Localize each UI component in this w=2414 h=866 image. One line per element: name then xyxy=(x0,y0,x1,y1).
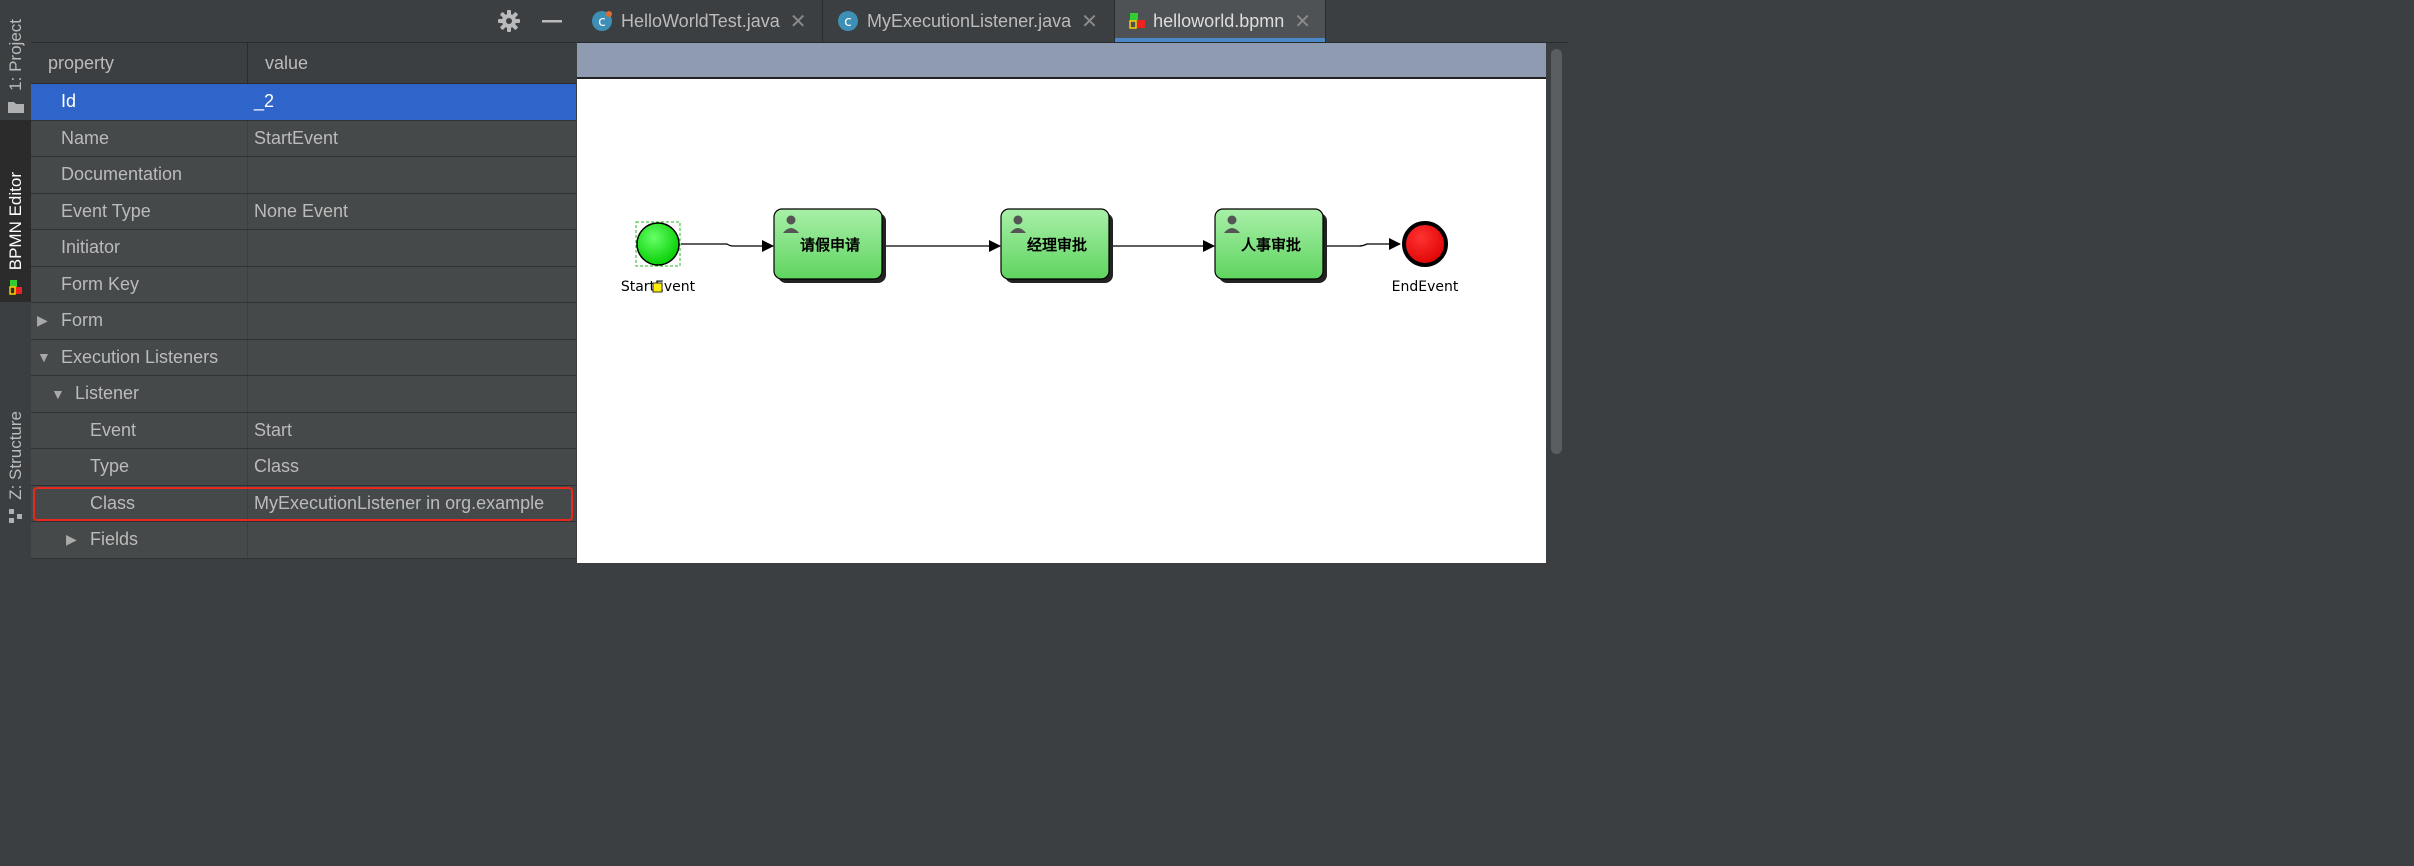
properties-panel: property value Id _2 Name StartEvent Doc… xyxy=(31,0,576,563)
svg-text:c: c xyxy=(844,14,852,30)
user-task[interactable]: 请假申请 xyxy=(773,208,886,283)
close-icon[interactable]: ✕ xyxy=(1081,10,1098,33)
selection-handle[interactable] xyxy=(652,282,663,293)
property-value[interactable]: Class xyxy=(254,456,300,477)
tab-label: MyExecutionListener.java xyxy=(867,10,1072,31)
table-row[interactable]: ▶ Form xyxy=(31,303,576,340)
property-name: Class xyxy=(90,492,136,513)
sequence-flow[interactable] xyxy=(681,240,774,252)
tab-helloworld-bpmn[interactable]: helloworld.bpmn ✕ xyxy=(1115,0,1326,42)
editor-tabs: c HelloWorldTest.java ✕ c MyExecutionLis… xyxy=(577,0,1568,43)
property-name: Execution Listeners xyxy=(61,346,219,367)
property-value[interactable]: Start xyxy=(254,419,293,440)
properties-table-header: property value xyxy=(31,43,576,84)
structure-tab-label: Z: Structure xyxy=(5,411,25,500)
table-row[interactable]: Initiator xyxy=(31,230,576,267)
property-name: Event xyxy=(90,419,137,440)
java-class-icon: c xyxy=(592,11,612,31)
property-name: Name xyxy=(61,127,110,148)
table-row[interactable]: ▼ Execution Listeners xyxy=(31,339,576,376)
structure-tool-tab[interactable]: Z: Structure xyxy=(0,380,31,530)
gear-icon[interactable] xyxy=(498,10,520,32)
user-icon xyxy=(1224,215,1240,233)
svg-text:c: c xyxy=(598,14,606,30)
property-name: Documentation xyxy=(61,164,183,185)
table-row[interactable]: Class MyExecutionListener in org.example xyxy=(31,485,576,522)
property-value[interactable]: _2 xyxy=(254,91,275,112)
expand-arrow-icon[interactable]: ▶ xyxy=(66,531,77,548)
user-icon xyxy=(783,215,799,233)
property-name: Id xyxy=(61,91,77,112)
value-column-header: value xyxy=(265,53,309,73)
user-icon xyxy=(1010,215,1026,233)
java-class-icon: c xyxy=(838,11,858,31)
task-label: 经理审批 xyxy=(1027,236,1087,254)
property-column-header: property xyxy=(31,43,248,83)
close-icon[interactable]: ✕ xyxy=(789,10,807,33)
property-name: Fields xyxy=(90,529,139,550)
expand-arrow-icon[interactable]: ▶ xyxy=(37,312,48,329)
property-name: Event Type xyxy=(61,200,151,221)
user-task[interactable]: 经理审批 xyxy=(1000,208,1113,283)
bpmn-diagram[interactable]: StartEvent 请假申请 经理审批 xyxy=(577,79,1546,563)
highlight-box xyxy=(33,486,573,521)
table-row[interactable]: Type Class xyxy=(31,449,576,486)
close-icon[interactable]: ✕ xyxy=(1294,10,1311,33)
scroll-thumb[interactable] xyxy=(1551,49,1562,454)
property-name: Form Key xyxy=(61,273,140,294)
property-name: Listener xyxy=(75,383,140,404)
table-row[interactable]: Event Type None Event xyxy=(31,193,576,230)
tab-label: helloworld.bpmn xyxy=(1153,10,1285,31)
tab-helloworldtest[interactable]: c HelloWorldTest.java ✕ xyxy=(577,0,823,42)
table-row[interactable]: Documentation xyxy=(31,157,576,194)
tool-window-stripe: 1: Project BPMN Editor Z: Structure xyxy=(0,0,32,563)
bpmn-icon xyxy=(8,280,22,295)
project-tab-label: 1: Project xyxy=(5,19,25,91)
table-row[interactable]: Form Key xyxy=(31,266,576,303)
table-row[interactable]: Event Start xyxy=(31,412,576,449)
properties-table-body: Id _2 Name StartEvent Documentation Even… xyxy=(31,84,576,559)
property-name: Initiator xyxy=(61,237,121,258)
bpmn-editor-tab-label: BPMN Editor xyxy=(5,171,25,270)
project-tool-tab[interactable]: 1: Project xyxy=(0,0,31,120)
bpmn-file-icon xyxy=(1129,13,1145,29)
property-value[interactable]: None Event xyxy=(254,200,349,221)
property-value[interactable]: MyExecutionListener in org.example xyxy=(254,492,545,513)
hide-panel-icon[interactable] xyxy=(541,10,563,32)
editor-area: c HelloWorldTest.java ✕ c MyExecutionLis… xyxy=(577,0,1568,563)
property-name: Form xyxy=(61,310,103,331)
task-label: 请假申请 xyxy=(800,236,860,254)
properties-toolbar xyxy=(31,0,576,43)
table-row[interactable]: Id _2 xyxy=(31,84,576,121)
tab-label: HelloWorldTest.java xyxy=(621,10,780,31)
end-event[interactable]: EndEvent xyxy=(1392,221,1459,295)
canvas-toolbar xyxy=(577,43,1546,79)
user-task[interactable]: 人事审批 xyxy=(1214,208,1327,283)
property-value[interactable]: StartEvent xyxy=(254,127,339,148)
table-row[interactable]: ▼ Listener xyxy=(31,376,576,413)
folder-icon xyxy=(7,102,24,113)
task-label: 人事审批 xyxy=(1241,236,1301,254)
tab-myexecutionlistener[interactable]: c MyExecutionListener.java ✕ xyxy=(823,0,1115,42)
collapse-arrow-icon[interactable]: ▼ xyxy=(51,385,65,402)
bpmn-editor-tool-tab[interactable]: BPMN Editor xyxy=(0,120,31,302)
sequence-flow[interactable] xyxy=(1326,238,1401,250)
structure-icon xyxy=(8,509,22,523)
start-event[interactable]: StartEvent xyxy=(621,221,696,295)
end-event-label: EndEvent xyxy=(1392,279,1459,295)
bpmn-canvas[interactable]: StartEvent 请假申请 经理审批 xyxy=(577,43,1546,563)
table-row[interactable]: ▶ Fields xyxy=(31,522,576,559)
vertical-scrollbar[interactable] xyxy=(1546,43,1568,563)
table-row[interactable]: Name StartEvent xyxy=(31,120,576,157)
collapse-arrow-icon[interactable]: ▼ xyxy=(37,349,51,366)
property-name: Type xyxy=(90,456,130,477)
